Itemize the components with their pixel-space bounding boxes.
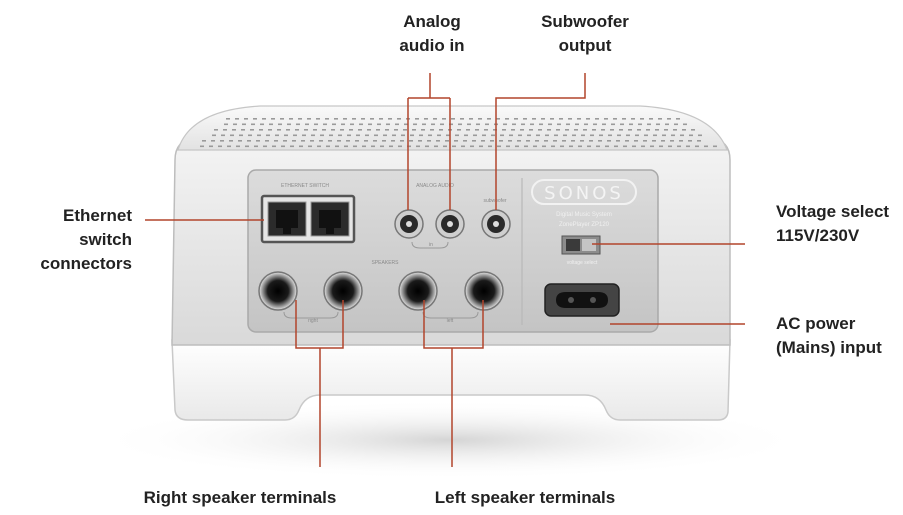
sonos-logo: SONOS [531,179,637,205]
right-panel-label: right [308,318,318,324]
callout-subwoofer-output: Subwoofer output [541,12,629,55]
device-base [171,339,731,421]
speaker-terminal-right-1 [258,271,298,311]
leader-lines [145,73,745,467]
ethernet-panel-label: ETHERNET SWITCH [281,183,329,189]
left-panel-label: left [447,318,454,324]
top-vent-dots [200,118,717,148]
ac-power-inlet [544,283,620,317]
in-panel-label: in [429,242,433,248]
svg-text:SONOS: SONOS [544,183,624,204]
rca-jack-left [394,209,424,239]
analog-panel-label: ANALOG AUDIO [416,183,454,189]
speakers-panel-label: SPEAKERS [372,260,400,266]
rca-jack-right [435,209,465,239]
callout-ac-power-input: AC power (Mains) input [776,314,882,357]
model-line-1: Digital Music System [556,212,612,218]
model-line-2: ZonePlayer ZP120 [559,222,610,228]
subwoofer-panel-label: subwoofer [483,198,506,204]
voltage-panel-label: voltage select [567,260,598,266]
device-top [177,105,728,151]
rca-jack-subwoofer [481,209,511,239]
speaker-terminal-left-1 [398,271,438,311]
callout-analog-audio-in: Analog audio in [399,12,465,55]
ethernet-ports [260,194,356,244]
callout-voltage-select: Voltage select 115V/230V [776,202,890,245]
speaker-terminal-left-2 [464,271,504,311]
voltage-switch [561,235,601,255]
callout-ethernet-switch-connectors: Ethernet switch connectors [40,206,132,273]
callout-right-speaker-terminals: Right speaker terminals [143,488,337,507]
callout-left-speaker-terminals: Left speaker terminals [434,488,616,507]
